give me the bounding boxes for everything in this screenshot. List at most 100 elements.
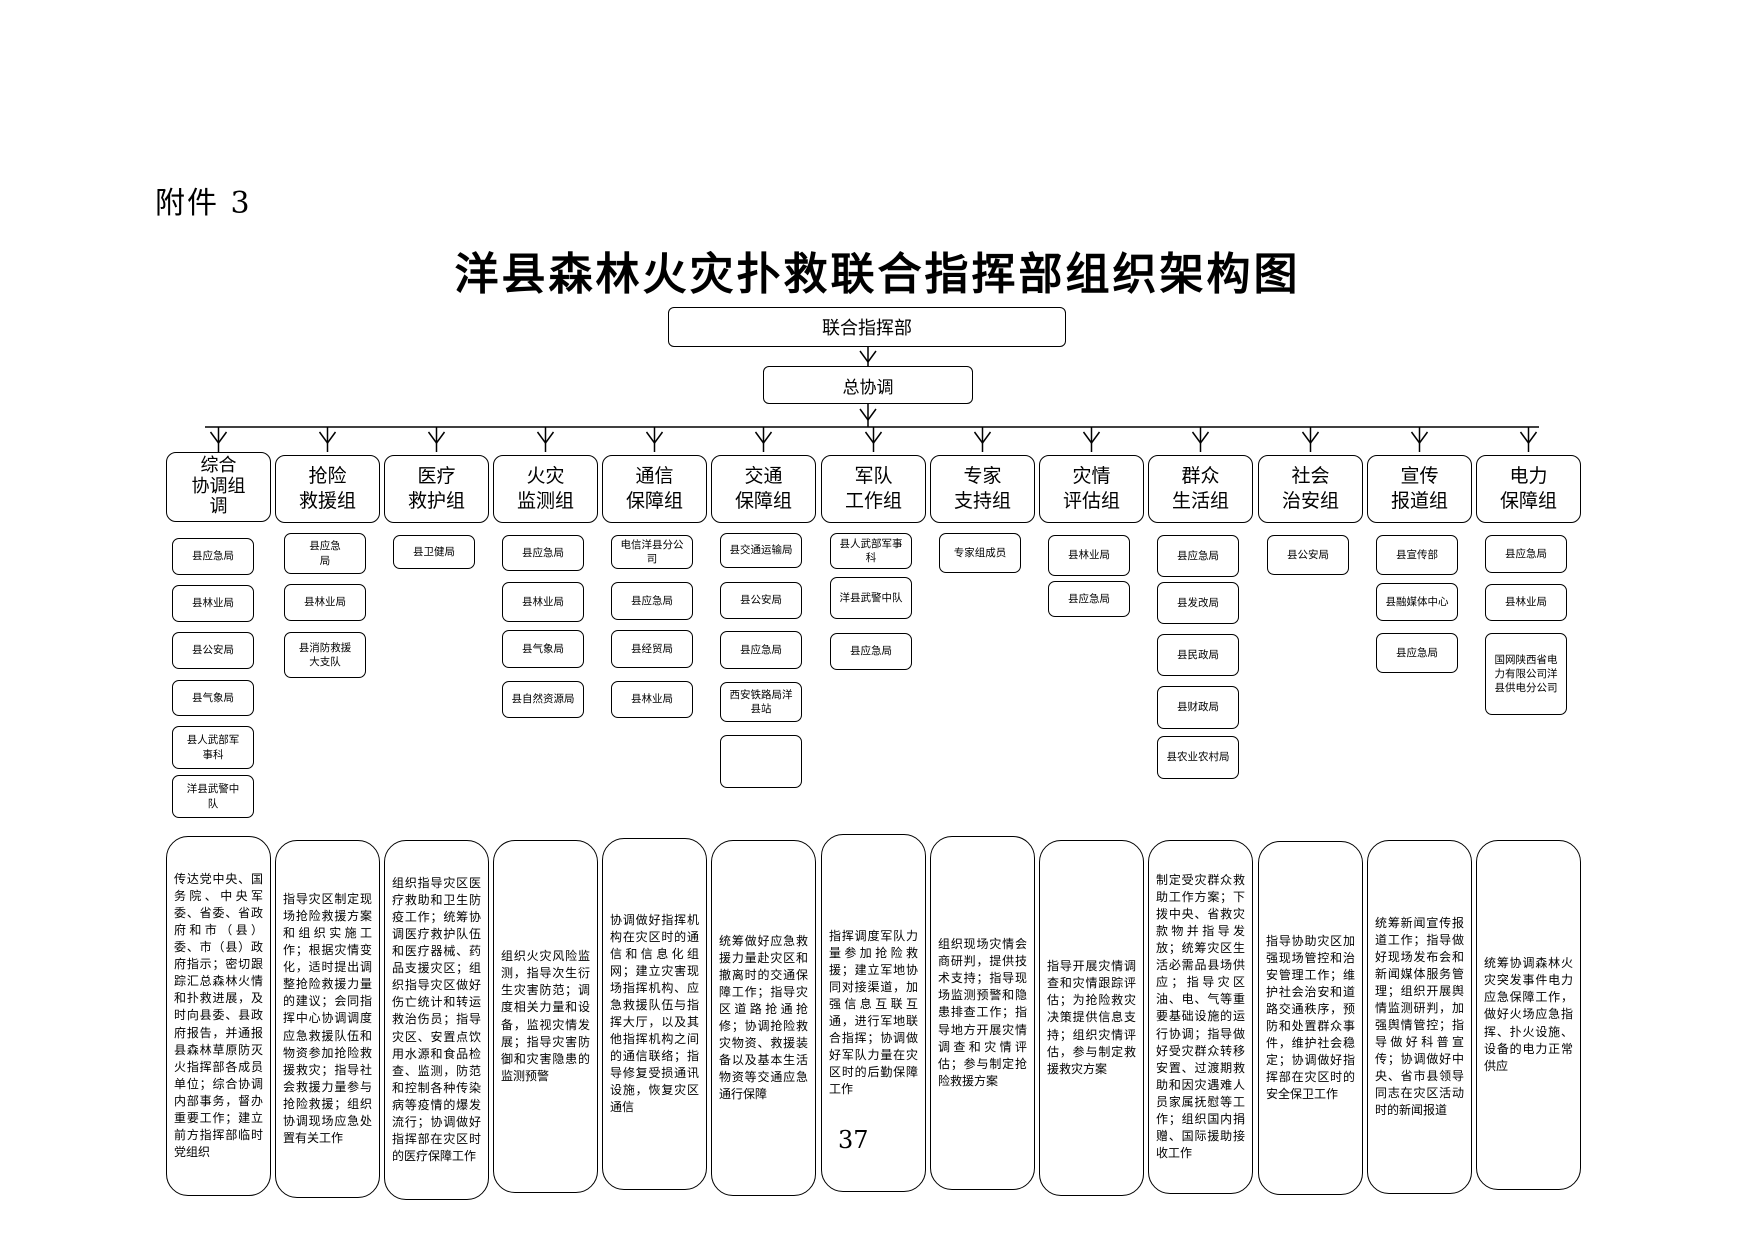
group-duties: 统筹协调森林火灾突发事件电力应急保障工作，做好火场应急指挥、扑火设施、设备的电力…	[1484, 956, 1573, 1073]
group-arrow	[318, 431, 337, 445]
group-header: 通信 保障组	[602, 455, 707, 523]
duties-box: 制定受灾群众救助工作方案；下拨中央、省救灾款物并指导发放；统筹灾区生活必需品县场…	[1148, 840, 1253, 1194]
group-duties: 传达党中央、国务院、中央军委、省委、省政府和市（县）委、市（县）政府指示；密切跟…	[174, 872, 263, 1159]
group-duties: 组织指导灾区医疗救助和卫生防疫工作；统筹协调医疗救护队伍和医疗器械、药品支援灾区…	[392, 876, 481, 1163]
group-arrow	[427, 431, 446, 445]
member-unit: 县融媒体中心	[1376, 583, 1458, 621]
member-unit: 县宣传部	[1376, 535, 1458, 575]
member-unit: 县民政局	[1157, 634, 1239, 676]
member-unit: 县应急局	[172, 538, 254, 575]
group-duties: 组织现场灾情会商研判，提供技术支持；指导现场监测预警和隐患排查工作；指导地方开展…	[938, 937, 1027, 1088]
group-arrow	[1301, 431, 1320, 445]
member-unit	[720, 735, 802, 788]
duties-box: 指导开展灾情调查和灾情跟踪评估；为抢险救灾决策提供信息支持；组织灾情评估，参与制…	[1039, 840, 1144, 1196]
group-duties: 协调做好指挥机构在灾区时的通信和信息化组网；建立灾害现场指挥机构、应急救援队伍与…	[610, 912, 699, 1115]
member-unit: 县林业局	[284, 584, 366, 621]
group-arrow	[1410, 431, 1429, 445]
group-arrow	[1519, 431, 1538, 445]
group-arrow	[1082, 431, 1101, 445]
group-duties: 统筹做好应急救援力量赴灾区和撤离时的交通保障工作；指导灾区道路抢通抢修；协调抢险…	[719, 933, 808, 1102]
duties-box: 统筹协调森林火灾突发事件电力应急保障工作，做好火场应急指挥、扑火设施、设备的电力…	[1476, 840, 1581, 1190]
group-header: 专家 支持组	[930, 455, 1035, 523]
member-unit: 西安铁路局洋 县站	[720, 682, 802, 722]
member-unit: 县自然资源局	[502, 681, 584, 718]
group-header: 医疗 救护组	[384, 455, 489, 523]
member-unit: 县交通运输局	[720, 533, 802, 568]
group-arrow	[754, 431, 773, 445]
group-arrow	[645, 431, 664, 445]
member-unit: 县公安局	[1267, 535, 1349, 575]
attachment-label: 附件 3	[155, 186, 252, 221]
coordinator-arrow	[859, 408, 877, 422]
group-header: 社会 治安组	[1258, 455, 1363, 523]
member-unit: 县经贸局	[611, 630, 693, 668]
group-duties: 制定受灾群众救助工作方案；下拨中央、省救灾款物并指导发放；统筹灾区生活必需品县场…	[1156, 873, 1245, 1160]
member-unit: 县应急局	[1376, 633, 1458, 673]
member-unit: 国网陕西省电 力有限公司洋 县供电分公司	[1485, 633, 1567, 715]
member-unit: 县公安局	[720, 582, 802, 619]
group-header: 宣传 报道组	[1367, 455, 1472, 523]
duties-box: 统筹新闻宣传报道工作；指导做好现场发布会和新闻媒体服务管理；组织开展舆情监测研判…	[1367, 840, 1472, 1194]
member-unit: 县财政局	[1157, 686, 1239, 729]
group-arrow	[536, 431, 555, 445]
member-unit: 电信洋县分公 司	[611, 535, 693, 569]
member-unit: 县林业局	[172, 585, 254, 622]
group-header: 交通 保障组	[711, 455, 816, 523]
member-unit: 县林业局	[1485, 584, 1567, 621]
member-unit: 县应急局	[720, 631, 802, 669]
duties-box: 传达党中央、国务院、中央军委、省委、省政府和市（县）委、市（县）政府指示；密切跟…	[166, 836, 271, 1196]
group-duties: 指挥调度军队力量参加抢险救援；建立军地协同对接渠道，加强信息互联互通，进行军地联…	[829, 928, 918, 1097]
member-unit: 县应急局	[1048, 581, 1130, 617]
member-unit: 县应急 局	[284, 533, 366, 574]
group-header: 灾情 评估组	[1039, 455, 1144, 523]
group-header: 抢险 救援组	[275, 455, 380, 523]
group-duties: 组织火灾风险监测，指导次生衍生灾害防范；调度相关力量和设备，监视灾情发展；指导灾…	[501, 949, 590, 1083]
group-duties: 指导协助灾区加强现场管控和治安管理工作；维护社会治安和道路交通秩序，预防和处置群…	[1266, 933, 1355, 1102]
group-arrow	[864, 431, 883, 445]
member-unit: 县林业局	[502, 582, 584, 622]
joint-command-box: 联合指挥部	[668, 307, 1066, 347]
group-header: 军队 工作组	[821, 455, 926, 523]
duties-box: 组织火灾风险监测，指导次生衍生灾害防范；调度相关力量和设备，监视灾情发展；指导灾…	[493, 840, 598, 1193]
member-unit: 县应急局	[830, 633, 912, 670]
member-unit: 县人武部军 事科	[172, 726, 254, 769]
page-title: 洋县森林火灾扑救联合指挥部组织架构图	[454, 249, 1301, 300]
member-unit: 县农业农村局	[1157, 736, 1239, 779]
page-number: 37	[838, 1126, 869, 1154]
group-arrow	[1191, 431, 1210, 445]
duties-box: 协调做好指挥机构在灾区时的通信和信息化组网；建立灾害现场指挥机构、应急救援队伍与…	[602, 838, 707, 1190]
member-unit: 县应急局	[1157, 535, 1239, 577]
group-duties: 统筹新闻宣传报道工作；指导做好现场发布会和新闻媒体服务管理；组织开展舆情监测研判…	[1375, 915, 1464, 1118]
member-unit: 县应急局	[1485, 535, 1567, 573]
group-header: 电力 保障组	[1476, 455, 1581, 523]
duties-box: 指导协助灾区加强现场管控和治安管理工作；维护社会治安和道路交通秩序，预防和处置群…	[1258, 841, 1363, 1195]
group-duties: 指导灾区制定现场抢险救援方案和组织实施工作；根据灾情变化，适时提出调整抢险救援力…	[283, 892, 372, 1145]
duties-box: 指挥调度军队力量参加抢险救援；建立军地协同对接渠道，加强信息互联互通，进行军地联…	[821, 834, 926, 1192]
duties-box: 组织现场灾情会商研判，提供技术支持；指导现场监测预警和隐患排查工作；指导地方开展…	[930, 836, 1035, 1190]
group-arrow	[973, 431, 992, 445]
member-unit: 县卫健局	[393, 535, 475, 569]
group-duties: 指导开展灾情调查和灾情跟踪评估；为抢险救灾决策提供信息支持；组织灾情评估，参与制…	[1047, 959, 1136, 1076]
duties-box: 指导灾区制定现场抢险救援方案和组织实施工作；根据灾情变化，适时提出调整抢险救援力…	[275, 840, 380, 1198]
coordinator-box: 总协调	[763, 366, 973, 404]
group-header: 群众 生活组	[1148, 455, 1253, 523]
group-header: 综合 协调组 调	[166, 452, 271, 522]
duties-box: 统筹做好应急救援力量赴灾区和撤离时的交通保障工作；指导灾区道路抢通抢修；协调抢险…	[711, 840, 816, 1196]
member-unit: 县应急局	[611, 582, 693, 620]
member-unit: 县林业局	[1048, 535, 1130, 576]
member-unit: 县人武部军事 科	[830, 533, 912, 569]
member-unit: 县气象局	[502, 630, 584, 668]
member-unit: 县林业局	[611, 681, 693, 718]
group-header: 火灾 监测组	[493, 455, 598, 523]
root-arrow	[859, 350, 877, 364]
group-arrow	[209, 431, 228, 445]
member-unit: 县发改局	[1157, 582, 1239, 624]
duties-box: 组织指导灾区医疗救助和卫生防疫工作；统筹协调医疗救护队伍和医疗器械、药品支援灾区…	[384, 840, 489, 1200]
member-unit: 县应急局	[502, 535, 584, 571]
member-unit: 县气象局	[172, 680, 254, 716]
member-unit: 县公安局	[172, 632, 254, 669]
member-unit: 洋县武警中队	[830, 577, 912, 619]
member-unit: 洋县武警中 队	[172, 775, 254, 818]
member-unit: 专家组成员	[939, 533, 1021, 573]
